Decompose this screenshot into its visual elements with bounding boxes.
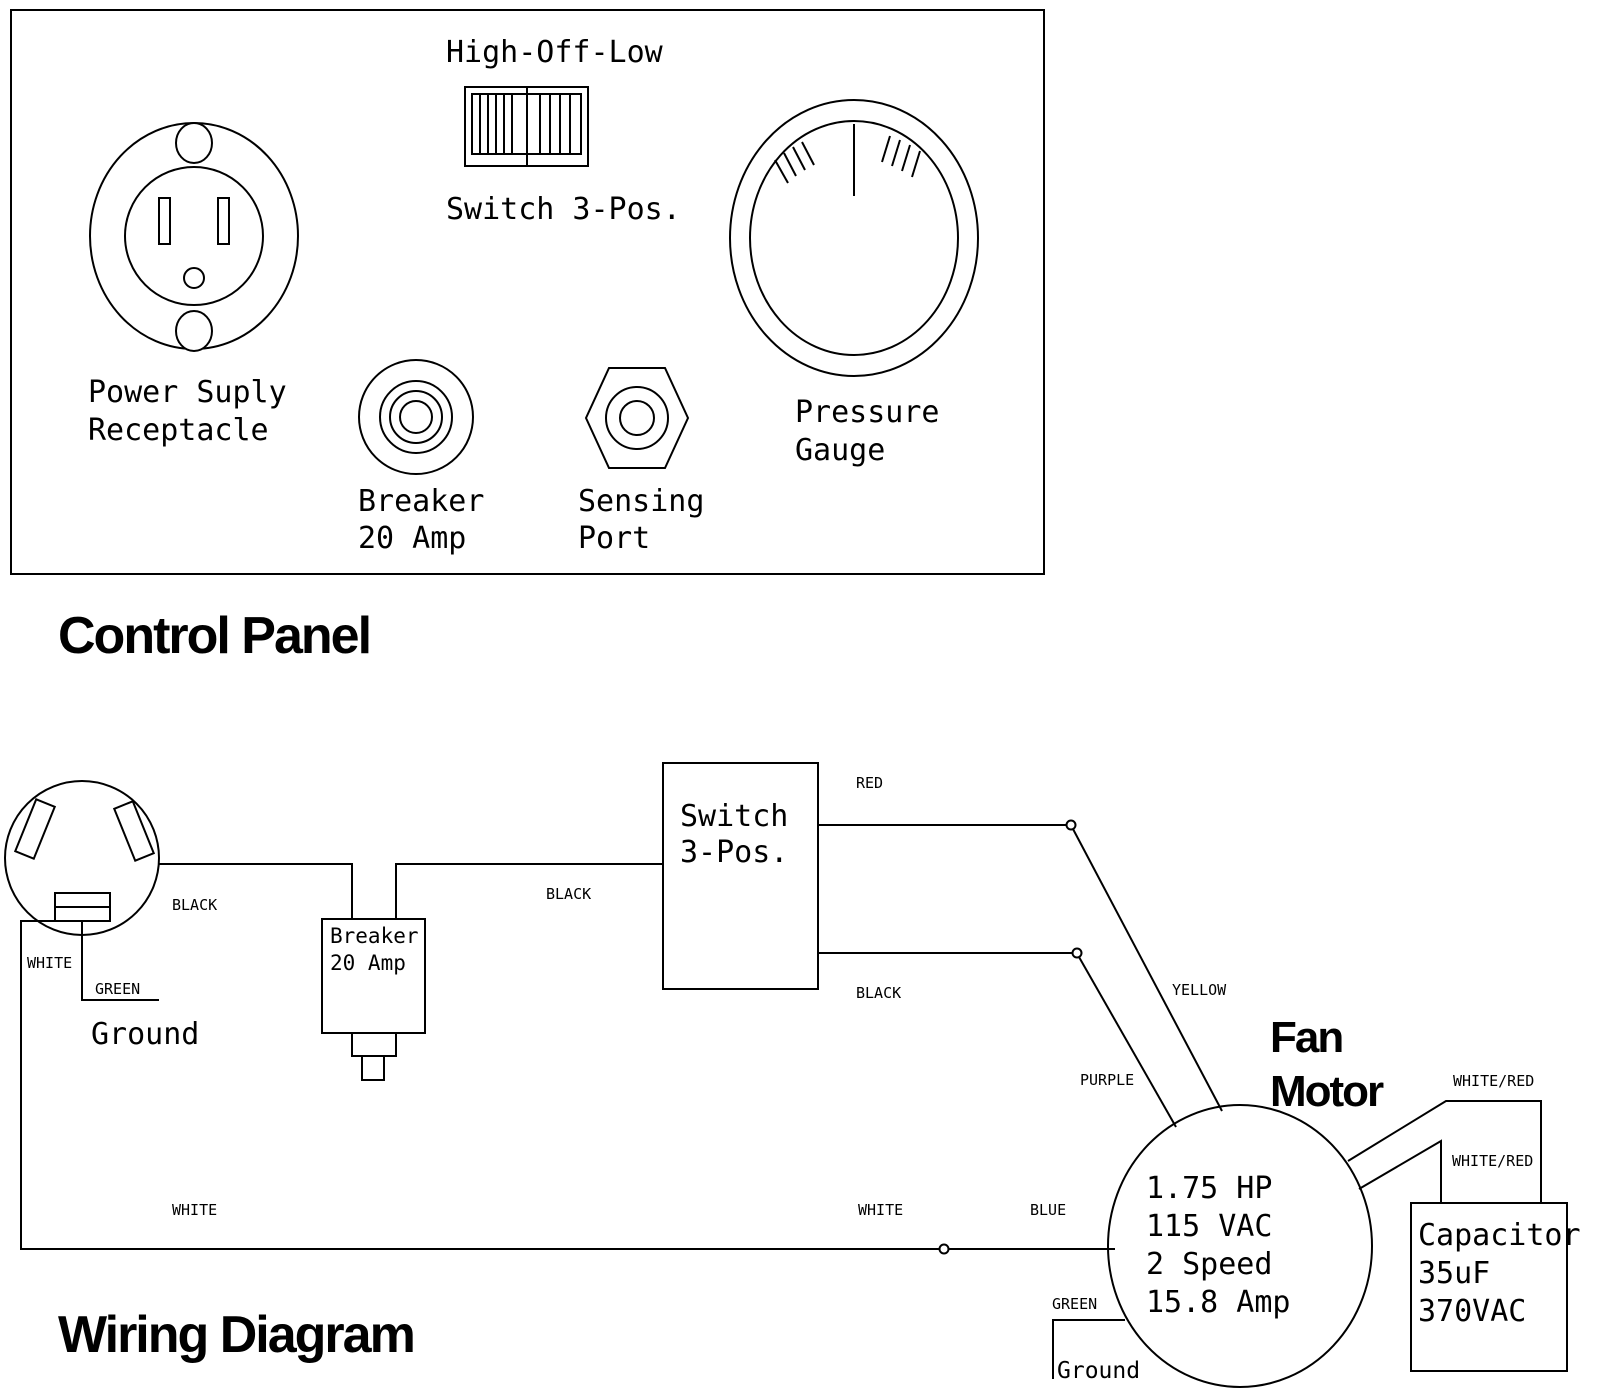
gauge-label-line-1: Pressure [795,395,940,430]
control-panel: Power Suply Receptacle High-Off-Low Swit… [10,9,1045,575]
wire-label-white-red-2: WHITE/RED [1452,1152,1533,1170]
wiring-breaker-label-line-1: Breaker [330,924,419,948]
wire-label-black-receptacle: BLACK [172,896,217,914]
fan-motor-title-line-1: Fan [1270,1013,1342,1062]
capacitor-box [1410,1202,1568,1372]
white-red-wire-1 [1347,1100,1542,1203]
wiring-breaker-icon [321,918,426,1081]
wire-label-black-switch-out: BLACK [856,984,901,1002]
rocker-switch-icon [464,86,589,167]
switch-label: Switch 3-Pos. [446,192,681,227]
pressure-gauge-icon [729,99,979,377]
wire-label-white-red-1: WHITE/RED [1453,1072,1534,1090]
white-wire-terminal [938,1243,950,1255]
gauge-label-line-2: Gauge [795,433,885,468]
wire-label-white-receptacle: WHITE [27,954,72,972]
wire-label-blue: BLUE [1030,1201,1066,1219]
green-ground-wire [81,921,159,1001]
breaker-icon [358,359,474,475]
receptacle-icon [89,122,299,352]
black-wire-breaker-switch [395,863,663,919]
wire-label-black-breaker-switch: BLACK [546,885,591,903]
wire-label-green-receptacle: GREEN [95,980,140,998]
wiring-switch-label-line-2: 3-Pos. [680,835,788,870]
switch-position-label: High-Off-Low [446,35,664,70]
black-wire-terminal [1071,947,1083,959]
breaker-label-line-1: Breaker [358,484,484,519]
wiring-switch-label-line-1: Switch [680,799,788,834]
receptacle-label-line-1: Power Suply [88,375,287,410]
wiring-breaker-label-line-2: 20 Amp [330,951,406,975]
wire-label-purple: PURPLE [1080,1071,1134,1089]
capacitor-label: Capacitor [1418,1218,1581,1253]
wiring-switch-box [662,762,819,990]
motor-spec-speed: 2 Speed [1146,1247,1272,1282]
motor-spec-voltage: 115 VAC [1146,1209,1272,1244]
motor-ground-wire [1052,1319,1125,1379]
sensing-port-icon [584,367,690,469]
motor-ground-label: Ground [1057,1358,1140,1384]
wire-label-yellow: YELLOW [1172,981,1227,999]
motor-spec-current: 15.8 Amp [1146,1285,1291,1320]
motor-spec-power: 1.75 HP [1146,1171,1272,1206]
white-wire-bottom [20,920,939,1250]
wiring-receptacle-icon [4,780,160,936]
white-red-wire-2 [1358,1139,1442,1203]
wiring-diagram: GREEN Ground WHITE BLACK Breaker 20 Amp … [4,762,1581,1388]
purple-wire [1078,956,1177,1128]
wire-label-white-left: WHITE [172,1201,217,1219]
wire-label-red: RED [856,774,883,792]
sensing-label-line-1: Sensing [578,484,704,519]
yellow-wire [1072,828,1223,1112]
sensing-label-line-2: Port [578,521,650,556]
fan-motor-title-line-2: Motor [1270,1067,1384,1116]
wire-label-white-right: WHITE [858,1201,903,1219]
receptacle-label-line-2: Receptacle [88,413,269,448]
breaker-label-line-2: 20 Amp [358,521,466,556]
ground-label: Ground [91,1017,199,1052]
red-wire-terminal [1065,819,1077,831]
capacitor-voltage: 370VAC [1418,1294,1526,1329]
black-wire-receptacle-breaker [159,863,353,919]
wire-label-green-motor: GREEN [1052,1295,1097,1313]
fan-motor-icon [1107,1104,1373,1388]
wiring-diagram-title: Wiring Diagram [58,1306,414,1364]
control-panel-title: Control Panel [58,607,370,665]
capacitor-capacitance: 35uF [1418,1256,1490,1291]
control-panel-frame [10,9,1045,575]
